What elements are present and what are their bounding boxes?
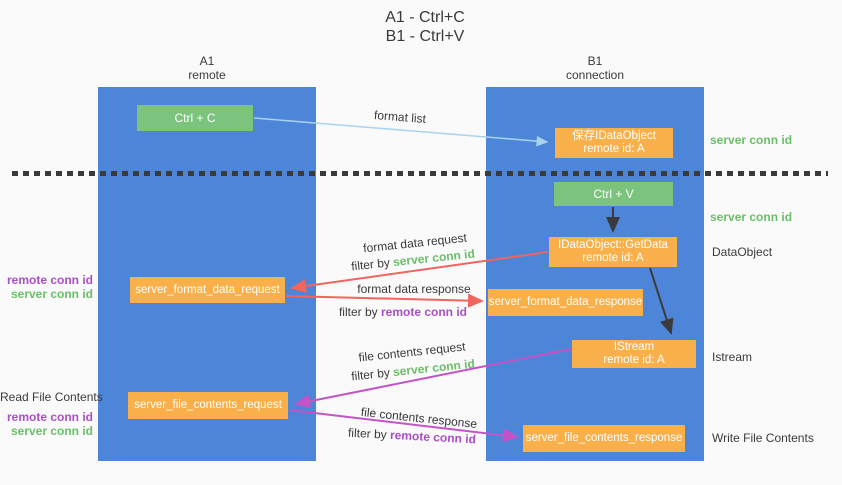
node-server-file-contents-request: server_file_contents_request <box>128 392 288 419</box>
annotation-server-conn-id-1: server conn id <box>10 287 93 301</box>
node-idataobject-getdata-line2: remote id: A <box>582 252 644 264</box>
node-save-idataobject: 保存IDataObject remote id: A <box>555 128 673 158</box>
annotation-conn-ids-format: remote conn id server conn id <box>0 273 93 301</box>
remote-conn-id-text: remote conn id <box>381 305 468 319</box>
filter-by-text: filter by <box>350 365 391 384</box>
node-ctrl-c: Ctrl + C <box>137 105 253 131</box>
annotation-write-file-contents: Write File Contents <box>712 431 814 445</box>
node-server-file-contents-response-label: server_file_contents_response <box>525 432 683 444</box>
server-conn-id-text: server conn id <box>392 356 476 380</box>
annotation-server-conn-id-2: server conn id <box>10 424 93 438</box>
node-server-format-data-response-label: server_format_data_response <box>488 296 643 308</box>
dotted-separator-line <box>12 171 828 176</box>
node-save-idataobject-line2: remote id: A <box>583 143 645 155</box>
node-server-format-data-request: server_format_data_request <box>130 277 285 303</box>
node-istream-line2: remote id: A <box>603 354 665 366</box>
node-server-file-contents-request-label: server_file_contents_request <box>134 399 282 411</box>
annotation-server-conn-id-mid: server conn id <box>710 210 793 224</box>
node-server-format-data-request-label: server_format_data_request <box>135 283 280 296</box>
lifeline-b1-name: B1 <box>587 54 603 68</box>
remote-conn-id-text: remote conn id <box>389 427 477 447</box>
node-server-format-data-response: server_format_data_response <box>488 289 643 316</box>
node-ctrl-v: Ctrl + V <box>554 182 673 206</box>
lifeline-b1-role: connection <box>565 68 625 82</box>
edge-label-format-list: format list <box>340 105 461 128</box>
node-ctrl-v-label: Ctrl + V <box>593 186 634 201</box>
edge-label-format-data-response: format data response <box>344 282 484 296</box>
node-server-file-contents-response: server_file_contents_response <box>523 425 685 452</box>
lifeline-a1-name: A1 <box>199 54 215 68</box>
annotation-conn-ids-file: remote conn id server conn id <box>0 410 93 438</box>
annotation-remote-conn-id-1: remote conn id <box>6 273 93 287</box>
node-idataobject-getdata: IDataObject::GetData remote id: A <box>549 237 677 267</box>
node-istream-line1: IStream <box>613 341 655 353</box>
filter-by-text: filter by <box>350 255 391 274</box>
filter-by-text: filter by <box>338 305 378 319</box>
lifeline-header-a1: A1 remote <box>98 54 316 82</box>
node-ctrl-c-label: Ctrl + C <box>174 110 216 125</box>
title-line-b1: B1 - Ctrl+V <box>385 28 465 45</box>
lifeline-header-b1: B1 connection <box>486 54 704 82</box>
diagram-title: A1 - Ctrl+C B1 - Ctrl+V <box>300 8 550 46</box>
filter-by-text: filter by <box>347 425 388 442</box>
lifeline-a1-role: remote <box>188 68 226 82</box>
format-data-response-text: format data response <box>357 282 471 296</box>
node-save-idataobject-line1: 保存IDataObject <box>572 130 656 142</box>
annotation-read-file-contents: Read File Contents <box>0 390 103 404</box>
node-istream: IStream remote id: A <box>572 340 696 368</box>
node-idataobject-getdata-line1: IDataObject::GetData <box>558 239 668 251</box>
edge-label-filter-by-remote-conn-id-1: filter by remote conn id <box>323 305 483 319</box>
annotation-remote-conn-id-2: remote conn id <box>6 410 93 424</box>
annotation-server-conn-id-top: server conn id <box>710 133 793 147</box>
format-list-text: format list <box>373 107 427 127</box>
title-line-a1: A1 - Ctrl+C <box>385 9 465 26</box>
annotation-dataobject: DataObject <box>712 245 773 259</box>
annotation-istream: Istream <box>712 350 753 364</box>
